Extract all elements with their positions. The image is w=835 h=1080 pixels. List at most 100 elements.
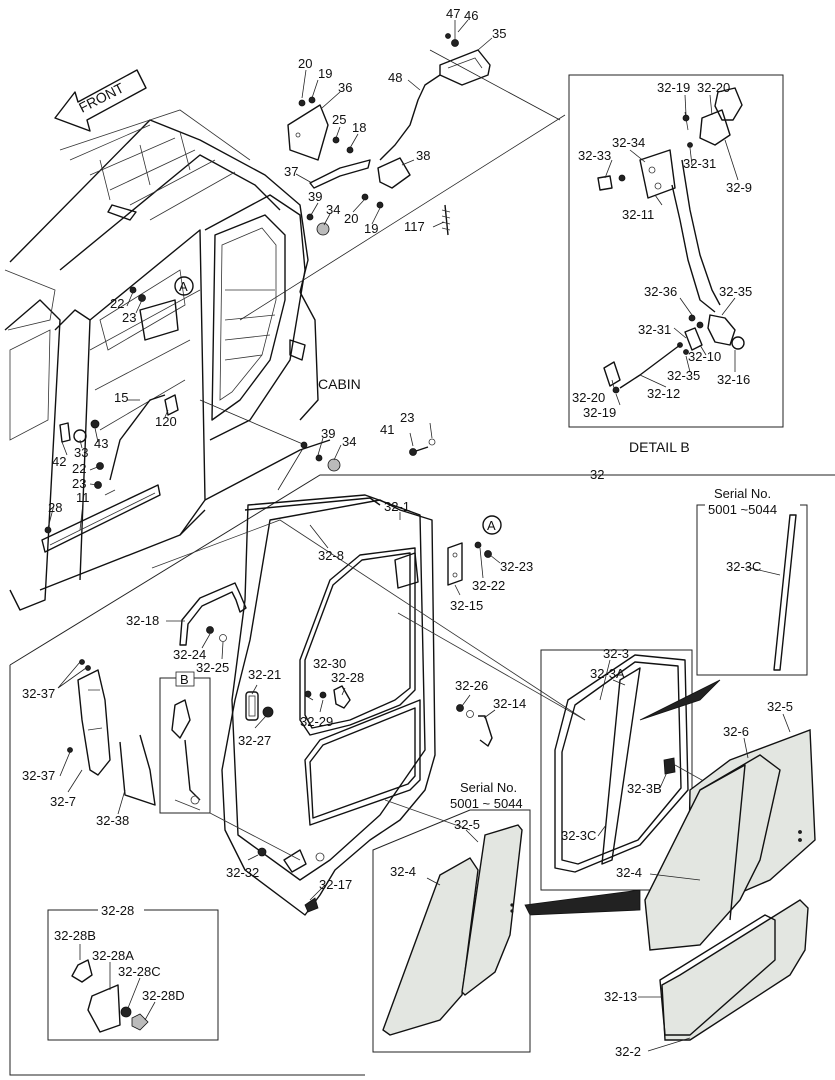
label-32-21: 32-21 [248,667,281,682]
label-32-1: 32-1 [384,499,410,514]
label-32-5b: 32-5 [454,817,480,832]
front-arrow: FRONT [54,69,147,132]
label-22a: 22 [110,296,124,311]
label-32-3: 32-3 [603,646,629,661]
label-serial-no-b: Serial No. [460,780,517,795]
label-19a: 19 [318,66,332,81]
svg-text:B: B [180,672,189,687]
label-23c: 23 [400,410,414,425]
label-22b: 22 [72,461,86,476]
label-11: 11 [76,490,90,505]
label-32-3B: 32-3B [627,781,662,796]
cab-frame [4,109,331,611]
label-32-3C-b: 32-3C [561,828,596,843]
label-32-37a: 32-37 [22,686,55,701]
detail-b-box [568,74,784,428]
door-assembly [9,474,835,1076]
svg-text:A: A [487,518,496,533]
label-32-29: 32-29 [300,714,333,729]
label-32: 32 [590,467,604,482]
label-36: 36 [338,80,352,95]
label-d32-19a: 32-19 [657,80,690,95]
label-32-17: 32-17 [319,877,352,892]
label-23b: 23 [72,476,86,491]
label-32-28-box: 32-28 [101,903,134,918]
label-32-25: 32-25 [196,660,229,675]
label-34b: 34 [342,434,356,449]
label-20a: 20 [298,56,312,71]
front-label: FRONT [76,79,127,115]
label-37: 37 [284,164,298,179]
label-32-27: 32-27 [238,733,271,748]
label-d32-20a: 32-20 [697,80,730,95]
bracket-32-7 [67,659,156,806]
label-32-6: 32-6 [723,724,749,739]
label-d32-33: 32-33 [578,148,611,163]
label-32-22: 32-22 [472,578,505,593]
glass-32-3-box [540,649,801,891]
label-28: 28 [48,500,62,515]
label-d32-19b: 32-19 [583,405,616,420]
label-32-14: 32-14 [493,696,526,711]
label-detail-b: DETAIL B [629,439,690,455]
label-32-28a: 32-28 [331,670,364,685]
marker-a-cab: A [174,276,194,296]
label-d32-20b: 32-20 [572,390,605,405]
label-d32-12: 32-12 [647,386,680,401]
label-32-3C-a: 32-3C [726,559,761,574]
glass-panes-right [524,729,816,1041]
label-32-28A: 32-28A [92,948,134,963]
top-parts [287,33,491,236]
label-32-30: 32-30 [313,656,346,671]
label-32-5a: 32-5 [767,699,793,714]
label-25: 25 [332,112,346,127]
label-32-3A: 32-3A [590,666,625,681]
serial-box-a [639,498,808,721]
label-32-28C: 32-28C [118,964,161,979]
label-d32-35a: 32-35 [719,284,752,299]
label-42: 42 [52,454,66,469]
label-d32-11: 32-11 [622,207,654,222]
label-32-8: 32-8 [318,548,344,563]
label-34a: 34 [326,202,340,217]
label-32-32: 32-32 [226,865,259,880]
label-38: 38 [416,148,430,163]
label-serial-range-b: 5001 ~ 5044 [450,796,523,811]
svg-text:A: A [179,279,188,294]
label-32-26: 32-26 [455,678,488,693]
label-32-7: 32-7 [50,794,76,809]
knob-32-28-inset [47,903,219,1041]
label-46: 46 [464,8,478,23]
label-32-28B: 32-28B [54,928,96,943]
label-15: 15 [114,390,128,405]
label-d32-31a: 32-31 [683,156,716,171]
label-20b: 20 [344,211,358,226]
label-41: 41 [380,422,394,437]
label-117: 117 [404,219,425,234]
part-labels: 47 46 35 48 20 19 36 25 18 37 38 39 34 2… [22,6,793,1059]
label-32-18: 32-18 [126,613,159,628]
label-32-4b: 32-4 [390,864,416,879]
label-serial-range-a: 5001 ~5044 [708,502,777,517]
label-32-2: 32-2 [615,1044,641,1059]
label-32-23: 32-23 [500,559,533,574]
label-d32-10: 32-10 [688,349,721,364]
label-19b: 19 [364,221,378,236]
label-32-38: 32-38 [96,813,129,828]
label-32-15: 32-15 [450,598,483,613]
label-120: 120 [155,414,177,429]
label-cabin: CABIN [318,376,361,392]
label-32-24: 32-24 [173,647,206,662]
serial-box-b [372,809,531,1053]
label-d32-34: 32-34 [612,135,645,150]
label-35: 35 [492,26,506,41]
label-d32-35b: 32-35 [667,368,700,383]
label-18: 18 [352,120,366,135]
label-48: 48 [388,70,402,85]
label-serial-no-a: Serial No. [714,486,771,501]
label-33: 33 [74,445,88,460]
detail-b-inset: B [159,671,301,861]
label-39b: 39 [321,426,335,441]
